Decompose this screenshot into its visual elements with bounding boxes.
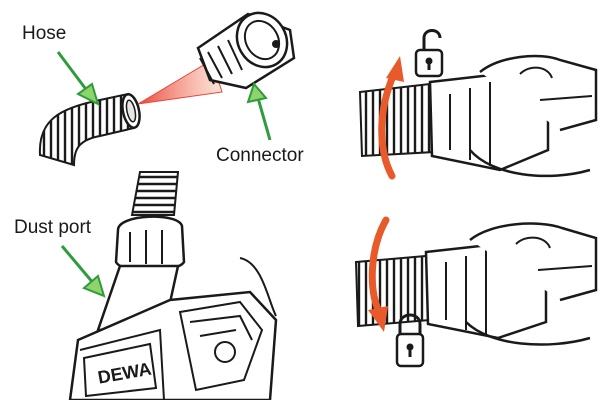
rotate-up-arrow	[378, 56, 404, 180]
hose-pointer-arrow	[56, 51, 100, 106]
connector-drawing	[196, 11, 296, 90]
locked-padlock-icon	[395, 313, 425, 368]
connector-label: Connector	[216, 145, 304, 166]
hose-drawing	[38, 92, 141, 167]
hose-label: Hose	[22, 23, 67, 44]
unlock-hand-drawing	[358, 54, 598, 178]
dust-port-drawing	[68, 171, 278, 400]
connector-pointer-arrow	[246, 82, 272, 141]
lock-hand-drawing	[354, 222, 598, 346]
dust-port-pointer-arrow	[60, 245, 106, 298]
unlocked-padlock-icon	[414, 29, 444, 78]
dust-port-label: Dust port	[14, 217, 92, 238]
rotate-down-arrow	[368, 216, 390, 332]
